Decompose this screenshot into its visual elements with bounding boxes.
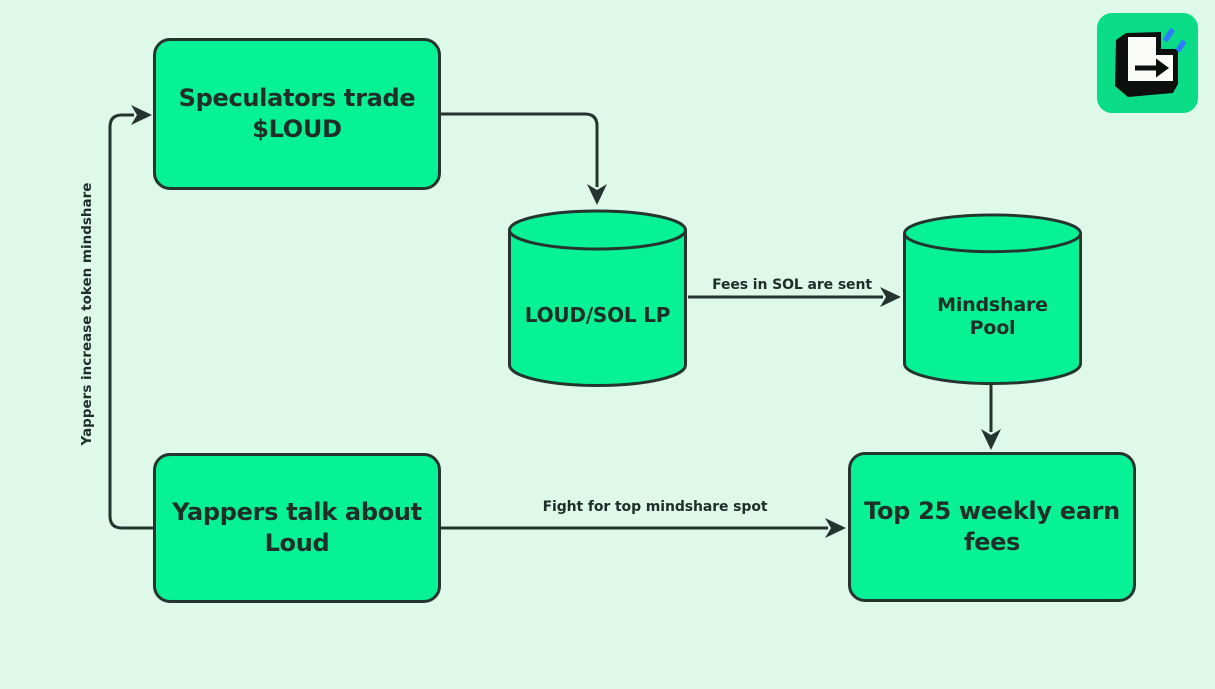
edge-label-yappers-increase-mindshare: Yappers increase token mindshare: [79, 182, 95, 446]
node-yappers-line2: Loud: [264, 529, 330, 557]
cylinder-pool-line1: Mindshare: [937, 294, 1048, 316]
cylinder-lp-label: LOUD/SOL LP: [524, 303, 671, 327]
node-speculators-line2: $LOUD: [252, 115, 342, 143]
edge-label-fight-for-mindshare: Fight for top mindshare spot: [542, 499, 768, 515]
node-speculators-trade-loud: Speculators trade $LOUD: [153, 38, 441, 190]
edge-label-fees-in-sol: Fees in SOL are sent: [712, 277, 872, 293]
node-speculators-line1: Speculators trade: [178, 84, 416, 112]
arrowhead-into-lp: [587, 184, 607, 205]
edge-speculators-to-lp: [441, 112, 599, 187]
database-cylinder-icon: [903, 213, 1082, 385]
cylinder-loud-sol-lp: LOUD/SOL LP: [507, 209, 688, 387]
arrowhead-into-pool: [880, 287, 901, 307]
arrowhead-into-top25-top: [981, 429, 1001, 450]
node-top25-line2: fees: [963, 528, 1021, 556]
brand-logo: [1097, 13, 1198, 113]
database-cylinder-icon: [508, 209, 687, 387]
enter-key-arrow-icon: [1097, 13, 1198, 113]
node-yappers-talk-about-loud: Yappers talk about Loud: [153, 453, 441, 603]
arrowhead-into-top25-left: [825, 518, 846, 538]
arrowhead-into-speculators: [131, 105, 152, 125]
node-top25-weekly-earn-fees: Top 25 weekly earn fees: [848, 452, 1136, 602]
edge-yappers-to-speculators: [108, 113, 153, 530]
cylinder-mindshare-pool: Mindshare Pool: [902, 213, 1083, 385]
node-yappers-line1: Yappers talk about: [172, 498, 422, 526]
cylinder-pool-line2: Pool: [969, 317, 1016, 339]
node-top25-line1: Top 25 weekly earn: [864, 497, 1120, 525]
cylinder-pool-label: Mindshare Pool: [902, 294, 1083, 340]
